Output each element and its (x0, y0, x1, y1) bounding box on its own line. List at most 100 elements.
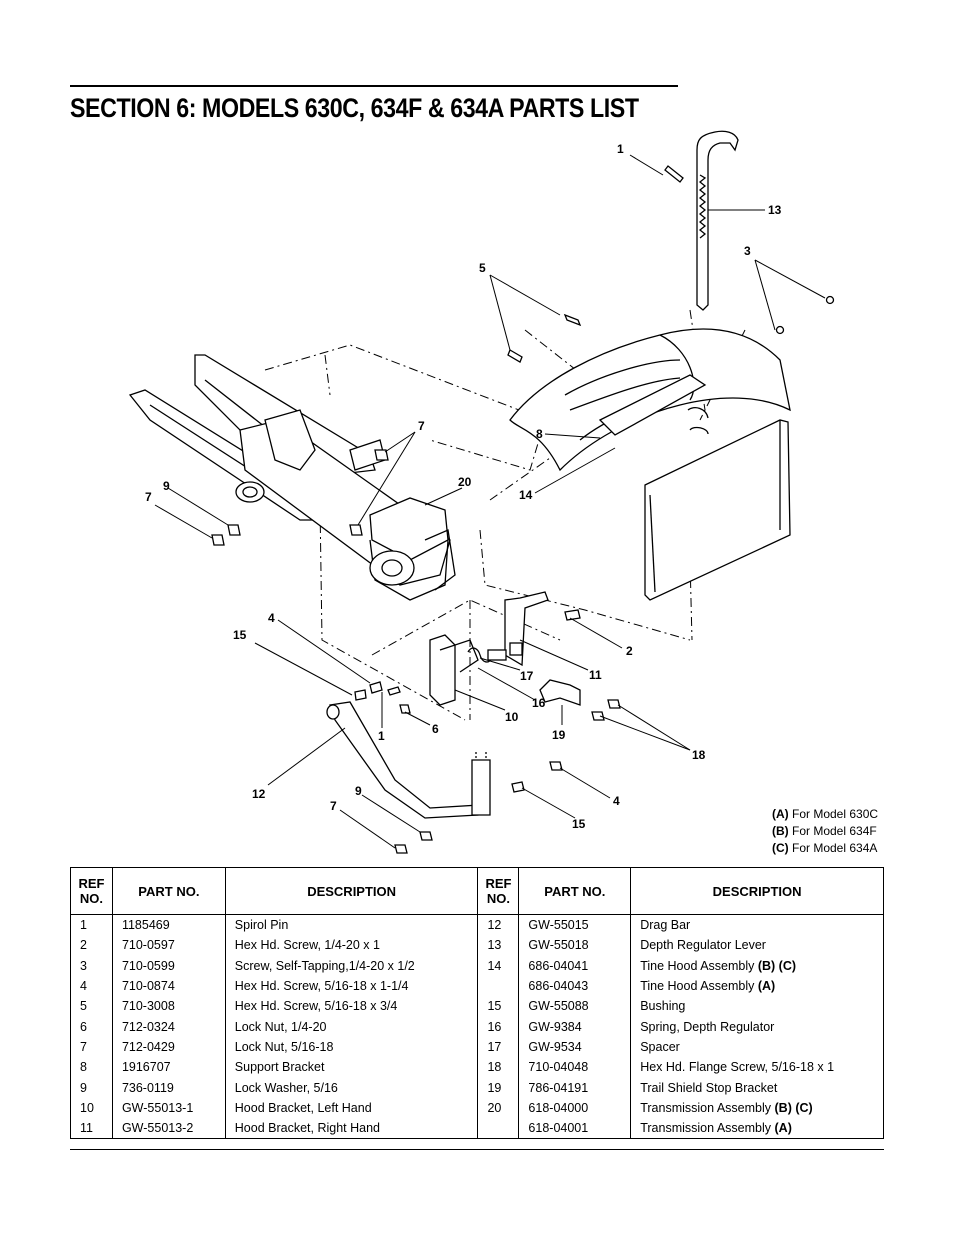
callout-label: 3 (744, 244, 751, 258)
table-cell: 686-04043 (518, 975, 631, 997)
transmission-body (235, 409, 456, 601)
callout-label: 16 (532, 696, 546, 710)
table-cell: Spacer (630, 1036, 884, 1058)
leader-lines (154, 154, 826, 849)
table-cell: 8 (70, 1057, 113, 1078)
table-cell: 618-04001 (518, 1117, 631, 1140)
legend-item: (A) For Model 630C (772, 807, 879, 821)
table-cell: Hex Hd. Screw, 5/16-18 x 3/4 (224, 996, 478, 1017)
table-cell: 710-0597 (111, 935, 226, 956)
table-cell: 19 (477, 1077, 519, 1098)
table-cell: 9 (70, 1077, 113, 1098)
table-cell: 16 (477, 1016, 519, 1037)
table-cell: 712-0324 (111, 1016, 226, 1037)
table-cell: Screw, Self-Tapping,1/4-20 x 1/2 (224, 955, 478, 976)
table-cell (477, 975, 519, 997)
callout-label: 5 (479, 261, 486, 275)
column-header: DESCRIPTION (224, 867, 479, 915)
table-cell: 7 (70, 1036, 113, 1058)
table-cell: Support Bracket (224, 1057, 478, 1078)
header-rule (70, 85, 678, 87)
table-cell: 1 (70, 914, 113, 936)
hood-brackets (429, 591, 581, 706)
table-cell: Spring, Depth Regulator (630, 1016, 884, 1037)
table-cell: GW-55013-2 (111, 1117, 226, 1140)
exploded-parts-diagram: 1 13 3 5 7 8 14 9 7 20 4 15 2 17 11 16 1… (128, 130, 835, 854)
callout-label: 4 (613, 794, 620, 808)
callout-label: 7 (145, 490, 152, 504)
table-cell (477, 1117, 519, 1140)
table-cell: 710-04048 (518, 1057, 631, 1078)
table-cell: GW-55015 (518, 914, 631, 936)
table-cell: 14 (477, 955, 519, 976)
model-code: (A) (774, 1121, 792, 1136)
page-title: SECTION 6: MODELS 630C, 634F & 634A PART… (70, 93, 639, 123)
model-code: (A) (757, 979, 776, 994)
parts-list-table: REF NO. PART NO. DESCRIPTION REF NO. PAR… (70, 867, 884, 1140)
table-cell: 5 (70, 996, 113, 1017)
table-cell: 17 (477, 1036, 519, 1058)
table-cell: Drag Bar (630, 914, 884, 936)
table-cell: 10 (70, 1097, 113, 1118)
table-cell: 712-0429 (111, 1036, 226, 1058)
column-header: DESCRIPTION (630, 867, 884, 915)
callout-label: 12 (252, 787, 266, 801)
table-cell: Hex Hd. Screw, 1/4-20 x 1 (224, 935, 478, 956)
table-cell: Spirol Pin (224, 914, 478, 936)
hardware (211, 165, 835, 854)
column-header: PART NO. (111, 867, 226, 915)
table-cell: 11 (70, 1117, 113, 1140)
callout-label: 1 (617, 142, 624, 156)
callout-label: 14 (519, 488, 533, 502)
table-cell: Lock Nut, 1/4-20 (224, 1016, 478, 1037)
table-cell: 4 (70, 975, 113, 997)
table-cell: 710-3008 (111, 996, 226, 1017)
callout-label: 15 (233, 628, 247, 642)
footer-rule (70, 1149, 884, 1150)
callout-label: 19 (552, 728, 566, 742)
column-header: PART NO. (518, 867, 632, 915)
table-cell: 1916707 (111, 1057, 226, 1078)
table-cell: 3 (70, 955, 113, 976)
table-cell: 2 (70, 935, 113, 956)
table-cell: Hex Hd. Screw, 5/16-18 x 1-1/4 (224, 975, 478, 997)
column-header: REF NO. (70, 867, 113, 915)
table-cell: 736-0119 (111, 1077, 226, 1098)
table-cell: Hood Bracket, Right Hand (224, 1117, 478, 1140)
table-cell: Lock Washer, 5/16 (224, 1077, 478, 1098)
table-cell: 13 (477, 935, 519, 956)
table-cell: 686-04041 (518, 955, 631, 976)
callout-label: 9 (163, 479, 170, 493)
callout-label: 2 (626, 644, 633, 658)
callout-label: 11 (589, 668, 602, 682)
table-header-row: REF NO. PART NO. DESCRIPTION REF NO. PAR… (70, 867, 884, 915)
callout-label: 17 (520, 669, 534, 683)
table-cell: 1185469 (111, 914, 226, 936)
depth-regulator-lever (696, 130, 739, 311)
tine-hood (509, 328, 791, 601)
legend-item: (C) For Model 634A (772, 841, 878, 855)
model-code: (B) (C) (774, 1100, 813, 1115)
table-cell: 20 (477, 1097, 519, 1118)
callout-label: 9 (355, 784, 362, 798)
table-cell: 786-04191 (518, 1077, 631, 1098)
table-cell: 6 (70, 1016, 113, 1037)
column-header: REF NO. (477, 867, 520, 915)
table-cell: 18 (477, 1057, 519, 1078)
callout-label: 8 (536, 427, 543, 441)
callout-label: 10 (505, 710, 519, 724)
callout-label: 7 (330, 799, 337, 813)
table-cell: Lock Nut, 5/16-18 (224, 1036, 478, 1058)
table-cell: Trail Shield Stop Bracket (630, 1077, 884, 1098)
table-cell: Tine Hood Assembly (B) (C) (630, 955, 884, 976)
callout-label: 20 (458, 475, 472, 489)
drag-bar (326, 701, 491, 819)
